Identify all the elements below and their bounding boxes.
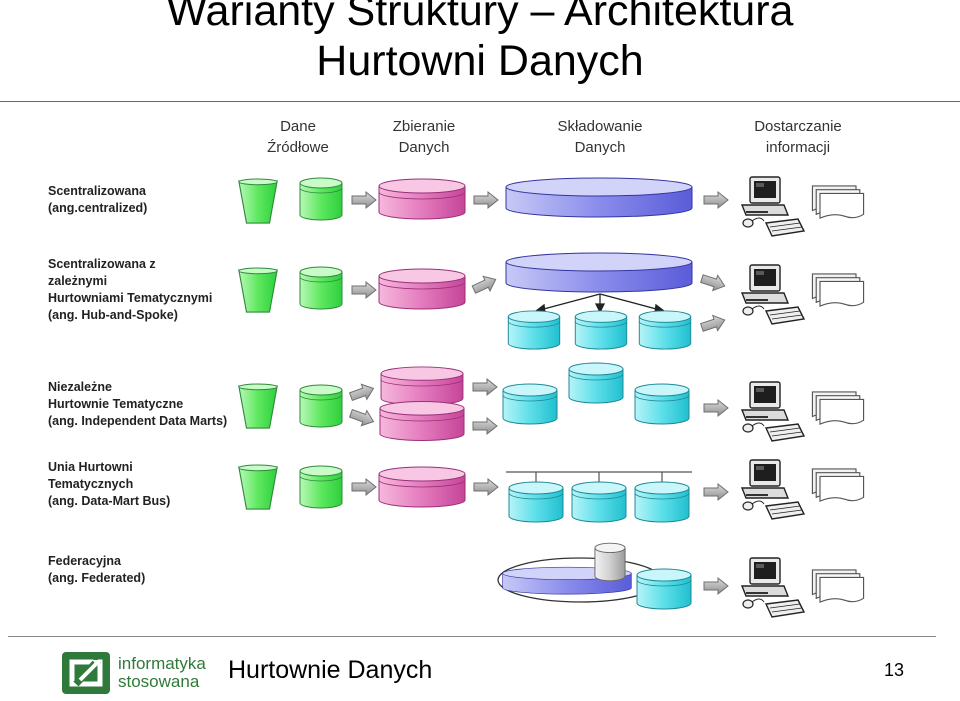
- database-cylinder-icon: [594, 542, 626, 582]
- data-mart-cylinder-icon: [507, 310, 561, 350]
- arrow-right-icon: [472, 417, 498, 435]
- report-stack-icon: [811, 391, 865, 425]
- arrow-right-icon: [703, 577, 729, 595]
- arrow-right-icon: [351, 478, 377, 496]
- cylinder-icon: [299, 465, 343, 509]
- slide-title-line1: Warianty Struktury – Architektura: [166, 0, 794, 35]
- cylinder-icon: [299, 384, 343, 428]
- data-mart-cylinder-icon: [634, 383, 690, 425]
- funnel-icon: [238, 267, 278, 313]
- arrow-right-icon: [703, 399, 729, 417]
- staging-cylinder-icon: [378, 178, 466, 220]
- row-data-mart-bus: [238, 459, 865, 523]
- data-mart-cylinder-icon: [502, 383, 558, 425]
- row-federated: [497, 542, 865, 618]
- footer-divider: [8, 636, 936, 637]
- data-mart-cylinder-icon: [508, 481, 564, 523]
- slide-title: Warianty Struktury – Architektura Hurtow…: [0, 0, 960, 86]
- arrow-right-icon: [473, 478, 499, 496]
- arrow-right-icon: [470, 271, 500, 298]
- page-number: 13: [884, 660, 905, 680]
- report-stack-icon: [811, 468, 865, 502]
- arrow-right-icon: [703, 483, 729, 501]
- computer-icon: [741, 176, 805, 237]
- arrow-right-icon: [347, 405, 377, 430]
- data-mart-cylinder-icon: [571, 481, 627, 523]
- row-independent-marts: [238, 362, 865, 442]
- row-label-federated: Federacyjna(ang. Federated): [48, 554, 146, 585]
- course-name: Hurtownie Danych: [228, 656, 433, 684]
- slide-title-line2: Hurtowni Danych: [316, 37, 644, 85]
- arrow-right-icon: [347, 380, 377, 405]
- logo-text-line1: informatyka: [118, 654, 206, 673]
- row-label-centralized: Scentralizowana(ang.centralized): [48, 184, 148, 215]
- distribution-arrows: [534, 293, 666, 314]
- report-stack-icon: [811, 273, 865, 307]
- report-stack-icon: [811, 185, 865, 219]
- arrow-right-icon: [698, 311, 728, 336]
- arrow-right-icon: [351, 281, 377, 299]
- funnel-icon: [238, 383, 278, 429]
- computer-icon: [741, 381, 805, 442]
- arrow-right-icon: [351, 191, 377, 209]
- arrow-right-icon: [472, 378, 498, 396]
- funnel-icon: [238, 178, 278, 224]
- title-divider: [0, 101, 960, 102]
- arrow-right-icon: [473, 191, 499, 209]
- logo-text-line2: stosowana: [118, 672, 200, 691]
- data-mart-cylinder-icon: [568, 362, 624, 404]
- row-hub-and-spoke: [238, 252, 865, 350]
- data-mart-cylinder-icon: [574, 310, 628, 350]
- computer-icon: [741, 459, 805, 520]
- row-centralized: [238, 176, 865, 237]
- staging-cylinder-icon: [380, 366, 464, 406]
- logo-mark-icon: [62, 652, 110, 694]
- arrow-right-icon: [698, 270, 728, 295]
- staging-cylinder-icon: [378, 466, 466, 508]
- computer-icon: [741, 264, 805, 325]
- warehouse-cylinder-icon: [505, 177, 693, 218]
- funnel-icon: [238, 464, 278, 510]
- report-stack-icon: [811, 569, 865, 603]
- data-mart-cylinder-icon: [636, 568, 692, 610]
- data-mart-cylinder-icon: [634, 481, 690, 523]
- warehouse-cylinder-icon: [505, 252, 693, 293]
- data-mart-cylinder-icon: [638, 310, 692, 350]
- cylinder-icon: [299, 177, 343, 221]
- arrow-right-icon: [703, 191, 729, 209]
- cylinder-icon: [299, 266, 343, 310]
- computer-icon: [741, 557, 805, 618]
- staging-cylinder-icon: [379, 400, 465, 442]
- staging-cylinder-icon: [378, 268, 466, 310]
